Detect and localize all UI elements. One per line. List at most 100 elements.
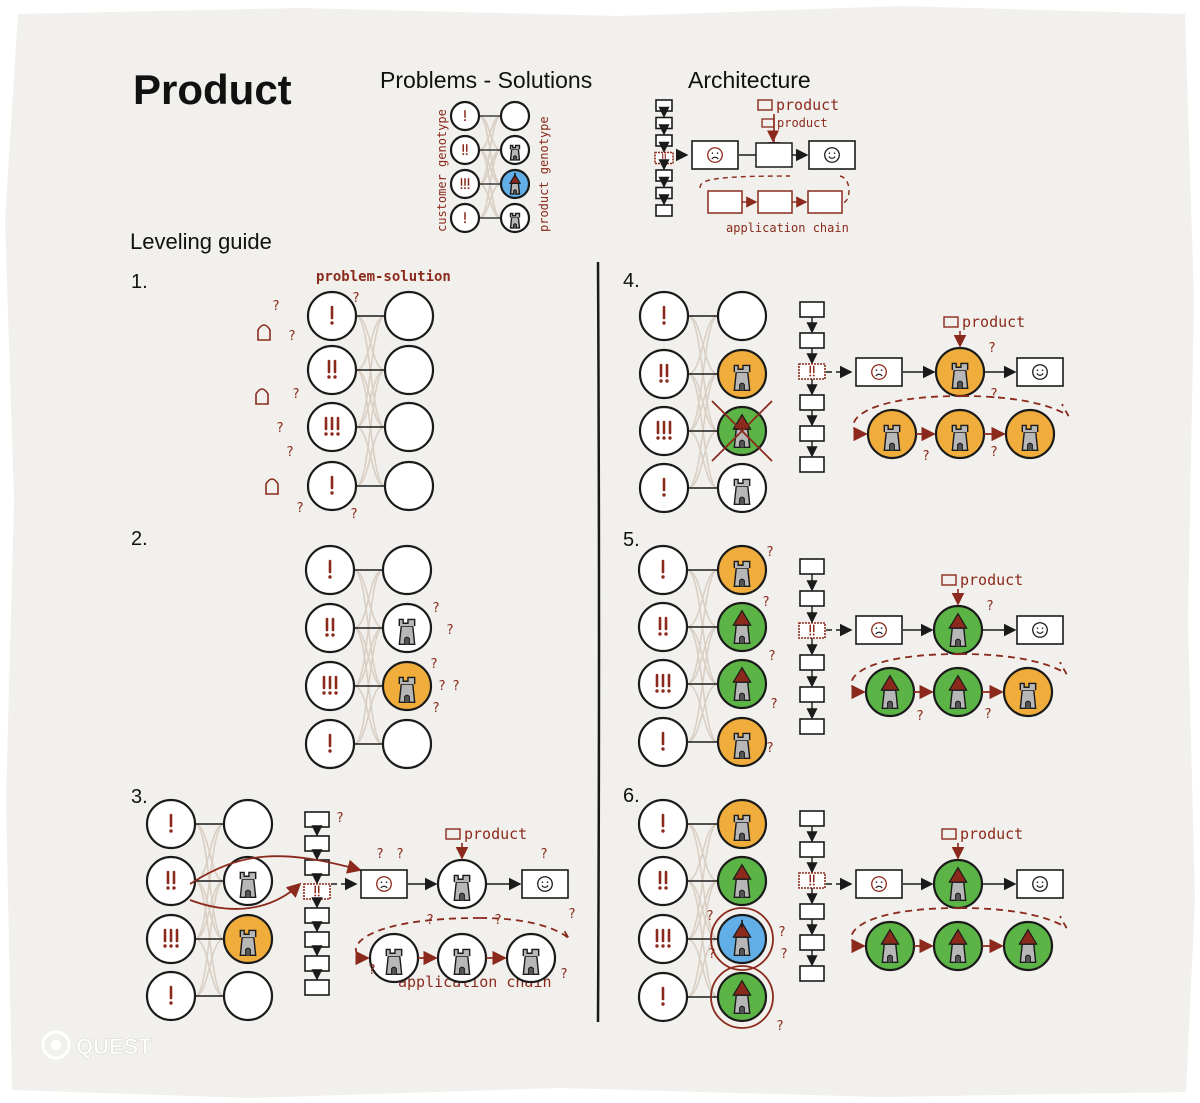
step-number-1: 1.	[131, 271, 148, 293]
question-mark: ?	[446, 623, 454, 638]
exclamation-dot	[314, 894, 317, 897]
tower-battlement	[1021, 424, 1039, 433]
tower-door	[739, 1005, 745, 1014]
question-mark: ?	[766, 545, 774, 560]
application-chain-loop	[851, 653, 1068, 692]
application-chain-loop	[851, 907, 1068, 946]
face-eye	[1036, 881, 1039, 883]
question-mark: ?	[990, 445, 998, 460]
question-mark: ?	[990, 387, 998, 402]
problem-box	[798, 363, 826, 380]
architecture-box	[799, 841, 825, 858]
solution-node	[368, 932, 420, 984]
exclamation-dot	[330, 432, 334, 436]
tower-door	[245, 889, 251, 898]
step-number-6: 6.	[623, 785, 640, 807]
problem-node	[449, 202, 481, 234]
exclamation-dot	[169, 1001, 173, 1005]
question-mark: ?	[296, 501, 304, 516]
tower-icon	[522, 948, 540, 976]
question-mark: ?	[776, 1019, 784, 1034]
tower-battlement	[951, 424, 969, 433]
architecture-box	[304, 835, 330, 852]
exclamation-dot	[328, 691, 332, 695]
question-mark: ?	[352, 291, 360, 306]
exclamation-dot	[662, 160, 664, 162]
face-mouth	[380, 885, 388, 889]
problem-node	[637, 716, 689, 768]
tower-icon	[733, 364, 751, 392]
exclamation-dot	[665, 379, 669, 383]
problem-solution-label: problem-solution	[316, 269, 451, 285]
problem-node	[145, 970, 197, 1022]
solution-node	[436, 932, 488, 984]
cross-link	[194, 880, 225, 940]
problem-box	[798, 622, 826, 639]
tower-door	[955, 700, 961, 709]
customer-icon	[255, 388, 269, 405]
cross-link	[686, 683, 719, 743]
step-2-group: ??????	[304, 544, 460, 770]
step-4-group: product????	[638, 290, 1070, 514]
tower-icon	[398, 676, 416, 704]
problems-solutions-legend	[449, 100, 531, 234]
tower-roof	[1018, 928, 1038, 945]
smile-face-icon	[537, 876, 553, 892]
question-mark: ?	[708, 947, 716, 962]
tower-icon	[509, 212, 521, 229]
tower-icon	[732, 979, 752, 1015]
tower-icon	[508, 173, 522, 195]
tower-battlement	[733, 732, 751, 741]
solution-node	[1002, 920, 1054, 972]
problem-circle	[304, 602, 356, 654]
exclamation-dot	[661, 747, 665, 751]
tower-door	[739, 889, 745, 898]
product-genotype-label: product genotype	[537, 116, 551, 232]
exclamation-dot	[467, 187, 470, 190]
cross-link	[686, 626, 719, 685]
solution-circle	[381, 718, 433, 770]
architecture-box	[799, 590, 825, 607]
solution-node	[222, 970, 274, 1022]
tower-battlement	[398, 618, 416, 627]
exclamation-dot	[655, 944, 659, 948]
tower-door	[739, 635, 745, 644]
question-mark: ?	[916, 709, 924, 724]
solution-node	[505, 932, 557, 984]
product-label: product	[464, 825, 527, 843]
step-3-group: product?????????	[145, 798, 576, 1022]
tower-roof	[880, 928, 900, 945]
exclamation-dot	[460, 187, 463, 190]
exclamation-dot	[664, 160, 666, 162]
problem-node	[638, 462, 690, 514]
problem-node	[145, 798, 197, 850]
cross-link	[355, 426, 386, 487]
problem-node	[637, 913, 689, 965]
tower-icon	[509, 144, 521, 161]
cross-link	[353, 627, 384, 687]
tower-door	[513, 223, 517, 228]
smile-face-icon	[1032, 364, 1048, 380]
tower-icon	[883, 424, 901, 452]
happy-customer-box	[521, 869, 569, 899]
question-mark: ?	[706, 909, 714, 924]
cross-link	[355, 315, 386, 371]
sad-customer-box	[855, 869, 903, 899]
tower-battlement	[522, 948, 540, 957]
question-mark: ?	[432, 701, 440, 716]
solution-node	[711, 400, 773, 462]
solution-node	[716, 855, 768, 907]
face-eye	[385, 881, 388, 883]
question-mark: ?	[768, 649, 776, 664]
problem-box	[303, 883, 331, 900]
tower-icon	[948, 674, 968, 710]
solution-node	[381, 602, 433, 654]
sad-face-icon	[376, 876, 392, 892]
exclamation-dot	[655, 689, 659, 693]
tower-icon	[732, 921, 752, 957]
solution-node	[716, 462, 768, 514]
step-1-group: ????????	[255, 290, 435, 522]
highlight-ring	[710, 965, 774, 1029]
solution-node	[716, 348, 768, 400]
